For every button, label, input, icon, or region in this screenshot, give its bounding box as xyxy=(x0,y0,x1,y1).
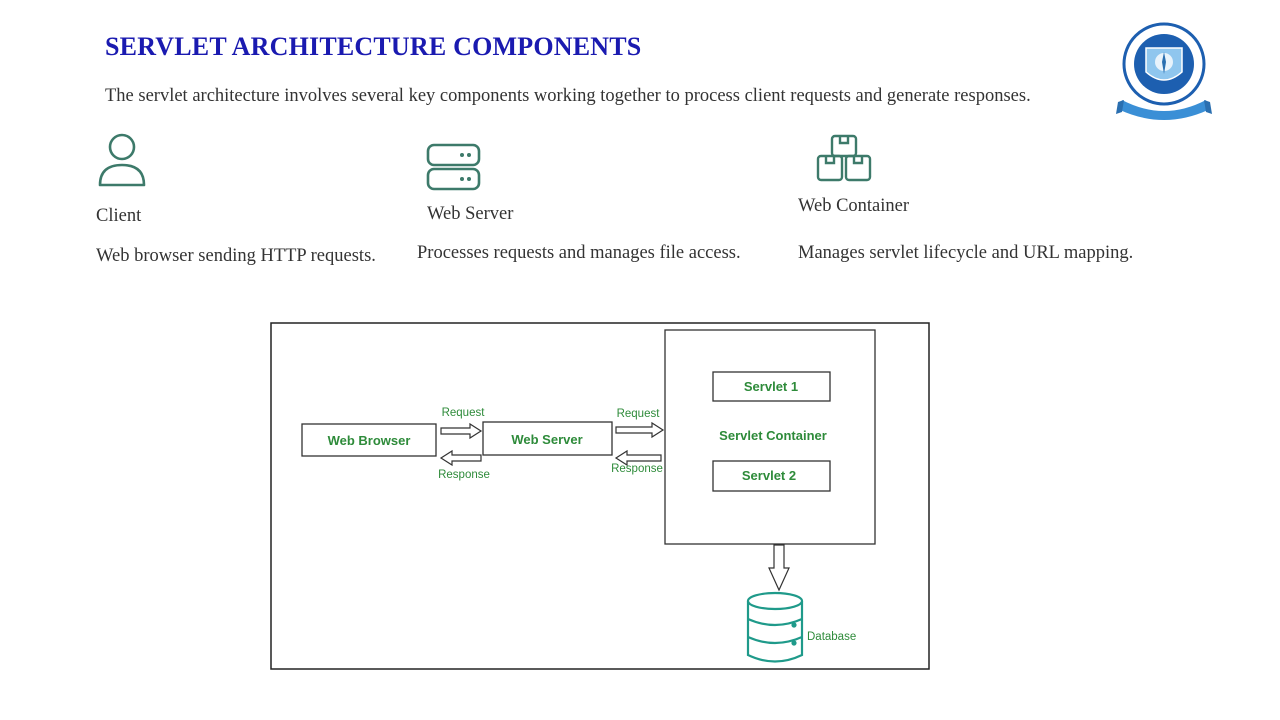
request-label-2: Request xyxy=(617,408,661,420)
slide-title: SERVLET ARCHITECTURE COMPONENTS xyxy=(105,32,642,61)
web-server-label: Web Server xyxy=(511,432,582,447)
component-name-web-container: Web Container xyxy=(798,196,910,216)
response-arrow-2 xyxy=(614,449,662,467)
request-arrow-2 xyxy=(615,421,665,439)
servlet-container-box xyxy=(664,329,876,545)
slide-subtitle: The servlet architecture involves severa… xyxy=(105,86,1031,106)
database-label: Database xyxy=(807,631,856,643)
database-icon xyxy=(746,591,804,663)
servlet-2-box xyxy=(712,460,831,492)
servlet-1-box xyxy=(712,371,831,402)
response-label-2: Response xyxy=(611,463,663,475)
response-arrow-1 xyxy=(439,449,482,467)
servlet-1-label: Servlet 1 xyxy=(744,379,798,394)
database-arrow xyxy=(768,544,790,592)
component-desc-client: Web browser sending HTTP requests. xyxy=(96,246,376,266)
user-icon xyxy=(96,131,148,193)
response-label-1: Response xyxy=(438,469,490,481)
college-logo xyxy=(1116,22,1212,122)
request-label-1: Request xyxy=(442,407,486,419)
component-name-web-server: Web Server xyxy=(427,204,514,224)
web-browser-label: Web Browser xyxy=(328,433,411,448)
component-name-client: Client xyxy=(96,206,142,226)
architecture-diagram: Web Browser Request Response Web Server … xyxy=(270,322,930,670)
server-icon xyxy=(426,143,482,197)
component-desc-web-container: Manages servlet lifecycle and URL mappin… xyxy=(798,243,1134,263)
web-browser-box xyxy=(301,423,437,457)
request-arrow-1 xyxy=(440,422,483,440)
web-server-box xyxy=(482,421,613,456)
boxes-icon xyxy=(816,134,872,188)
servlet-2-label: Servlet 2 xyxy=(742,468,796,483)
component-desc-web-server: Processes requests and manages file acce… xyxy=(417,243,741,263)
servlet-container-label: Servlet Container xyxy=(719,428,827,443)
